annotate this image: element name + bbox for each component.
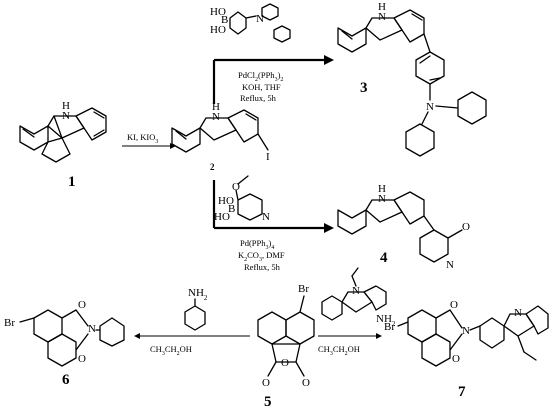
atom-n-7: N bbox=[462, 325, 470, 337]
atom-h-1: H bbox=[62, 100, 70, 112]
atom-n-6: N bbox=[88, 323, 96, 335]
atom-n-7b: N bbox=[514, 307, 522, 319]
arrow-step5-head bbox=[376, 333, 382, 339]
compound-7-label: 7 bbox=[458, 384, 466, 400]
step1-conditions: KI, KIO3 bbox=[127, 132, 158, 145]
compound-2-structure: N H I bbox=[171, 101, 270, 163]
arrow-step4-head bbox=[134, 333, 140, 339]
atom-o-5-ring: O bbox=[281, 357, 289, 369]
atom-b-tpa: B bbox=[221, 14, 228, 26]
atom-nh2-reagent7: NH2 bbox=[376, 313, 396, 328]
atom-n-reagent7: N bbox=[352, 285, 360, 297]
compound-3-label: 3 bbox=[360, 80, 368, 96]
step2-condition-3: Reflux, 5h bbox=[240, 93, 277, 103]
compound-7-structure: Br O N O N bbox=[384, 299, 549, 367]
atom-o-6a: O bbox=[78, 299, 86, 311]
compound-4-structure: N H N O bbox=[337, 183, 470, 271]
atom-o-5b: O bbox=[302, 377, 310, 389]
atom-oh-pyr: HO bbox=[214, 211, 230, 223]
atom-h-2: H bbox=[212, 101, 220, 113]
atom-br-5: Br bbox=[298, 283, 309, 295]
arrow-step3-head bbox=[324, 223, 334, 233]
reagent-aniline: NH2 bbox=[184, 287, 208, 331]
atom-br-7: Br bbox=[384, 321, 395, 333]
atom-o-4: O bbox=[462, 221, 470, 233]
compound-3-structure: N H N bbox=[337, 1, 487, 157]
compound-1-label: 1 bbox=[68, 174, 76, 190]
atom-n-2: N bbox=[212, 111, 220, 123]
atom-br-6: Br bbox=[4, 317, 15, 329]
compound-4-label: 4 bbox=[380, 250, 388, 266]
atom-o-5a: O bbox=[262, 377, 270, 389]
atom-n-4b: N bbox=[446, 259, 454, 271]
arrow-step1-head bbox=[170, 143, 176, 149]
atom-oh-tpa: HO bbox=[210, 24, 226, 36]
compound-6-structure: Br O N O bbox=[4, 299, 125, 367]
arrow-step2-head bbox=[324, 55, 334, 65]
compound-2-label: 2 bbox=[210, 162, 215, 172]
atom-n-pyr: N bbox=[262, 211, 270, 223]
atom-n-1: N bbox=[62, 110, 70, 122]
atom-ho-pyr: HO bbox=[218, 195, 234, 207]
step2-condition-1: PdCl2(PPh3)2 bbox=[238, 70, 283, 83]
atom-n-tpa: N bbox=[256, 13, 264, 25]
atom-b-pyr: B bbox=[228, 203, 235, 215]
atom-n-3: N bbox=[378, 11, 386, 23]
compound-5-structure: Br O O O bbox=[257, 283, 315, 389]
compound-1-structure: N H bbox=[19, 100, 107, 163]
step2-condition-2: KOH, THF bbox=[242, 82, 281, 92]
reagent-aminocarbazole: N NH2 bbox=[321, 267, 396, 328]
compound-5-label: 5 bbox=[264, 394, 272, 410]
atom-ho-tpa: HO bbox=[210, 6, 226, 18]
atom-nh2-aniline: NH2 bbox=[188, 287, 208, 302]
atom-n-3b: N bbox=[426, 101, 434, 113]
step3-condition-2: K2CO3, DMF bbox=[238, 250, 285, 263]
step3-condition-3: Reflux, 5h bbox=[244, 262, 281, 272]
atom-h-4: H bbox=[378, 183, 386, 195]
atom-o-7a: O bbox=[450, 299, 458, 311]
reagent-tpa-boronic-acid: HO B HO N bbox=[210, 3, 291, 43]
step4-solvent: CH3CH2OH bbox=[150, 344, 192, 357]
atom-o-pyr: O bbox=[232, 181, 240, 193]
atom-n-4: N bbox=[378, 193, 386, 205]
atom-o-7b: O bbox=[452, 353, 460, 365]
atom-h-3: H bbox=[378, 1, 386, 13]
step5-solvent: CH3CH2OH bbox=[318, 344, 360, 357]
atom-i-2: I bbox=[266, 151, 270, 163]
reagent-pyridine-boronic-acid: O N HO B HO bbox=[214, 175, 270, 223]
compound-6-label: 6 bbox=[62, 372, 70, 388]
atom-o-6b: O bbox=[78, 353, 86, 365]
step3-condition-1: Pd(PPh3)4 bbox=[240, 238, 274, 251]
